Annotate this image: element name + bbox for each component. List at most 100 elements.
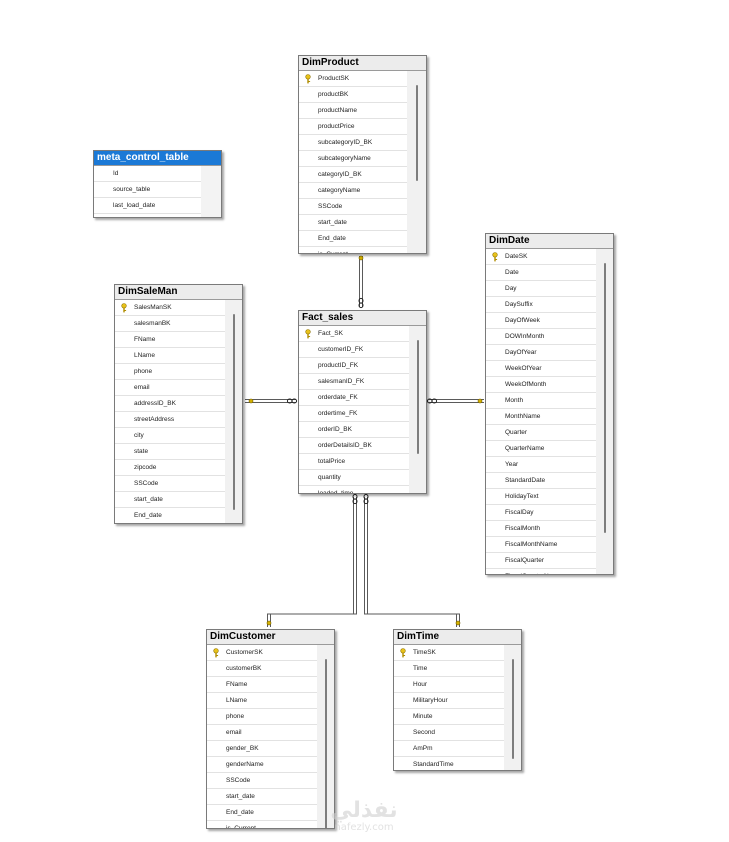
table-title[interactable]: DimDate (486, 234, 613, 249)
column-row[interactable]: ProductSK (299, 71, 407, 87)
column-row[interactable]: Hour (394, 677, 504, 693)
column-row[interactable]: productPrice (299, 119, 407, 135)
column-row[interactable]: CustomerSK (207, 645, 317, 661)
scrollbar-thumb[interactable] (603, 263, 606, 533)
column-row[interactable]: phone (115, 364, 225, 380)
column-row[interactable]: email (207, 725, 317, 741)
column-row[interactable]: city (115, 428, 225, 444)
column-row[interactable]: DaySuffix (486, 297, 596, 313)
column-row[interactable]: FiscalMonthName (486, 537, 596, 553)
column-row[interactable]: HolidayText (486, 489, 596, 505)
column-row[interactable]: StandardDate (486, 473, 596, 489)
column-row[interactable]: FiscalQuarter (486, 553, 596, 569)
column-row[interactable]: genderName (207, 757, 317, 773)
column-row[interactable]: Second (394, 725, 504, 741)
column-row[interactable]: productID_FK (299, 358, 409, 374)
column-row[interactable]: Id (94, 166, 201, 182)
column-row[interactable]: is_Current (207, 821, 317, 828)
column-row[interactable]: categoryName (299, 183, 407, 199)
vertical-scrollbar[interactable] (407, 71, 426, 253)
column-row[interactable]: Minute (394, 709, 504, 725)
column-row[interactable]: Day (486, 281, 596, 297)
vertical-scrollbar[interactable] (317, 645, 334, 828)
column-row[interactable]: source_table (94, 182, 201, 198)
column-row[interactable]: subcategoryName (299, 151, 407, 167)
column-row[interactable]: DOWInMonth (486, 329, 596, 345)
table-title[interactable]: DimProduct (299, 56, 426, 71)
column-row[interactable]: FName (207, 677, 317, 693)
column-row[interactable]: Quarter (486, 425, 596, 441)
column-row[interactable]: salesmanBK (115, 316, 225, 332)
column-row[interactable]: quantity (299, 470, 409, 486)
table-title[interactable]: DimTime (394, 630, 521, 645)
column-row[interactable]: StandardTime (394, 757, 504, 770)
column-row[interactable]: phone (207, 709, 317, 725)
column-row[interactable]: Time (394, 661, 504, 677)
column-row[interactable]: gender_BK (207, 741, 317, 757)
column-row[interactable]: End_date (115, 508, 225, 523)
column-row[interactable]: streetAddress (115, 412, 225, 428)
vertical-scrollbar[interactable] (409, 326, 426, 493)
column-row[interactable]: Month (486, 393, 596, 409)
column-row[interactable]: WeekOfMonth (486, 377, 596, 393)
column-row[interactable]: AmPm (394, 741, 504, 757)
scrollbar-thumb[interactable] (511, 659, 514, 759)
column-row[interactable]: End_date (299, 231, 407, 247)
column-row[interactable]: productName (299, 103, 407, 119)
column-row[interactable]: orderID_BK (299, 422, 409, 438)
column-row[interactable]: DayOfYear (486, 345, 596, 361)
column-row[interactable]: email (115, 380, 225, 396)
scrollbar-thumb[interactable] (415, 85, 418, 181)
column-row[interactable]: totalPrice (299, 454, 409, 470)
column-row[interactable]: FiscalDay (486, 505, 596, 521)
column-row[interactable]: start_date (299, 215, 407, 231)
column-row[interactable]: zipcode (115, 460, 225, 476)
column-row[interactable]: WeekOfYear (486, 361, 596, 377)
vertical-scrollbar[interactable] (504, 645, 521, 770)
table-title[interactable]: meta_control_table (94, 151, 221, 166)
column-row[interactable]: TimeSK (394, 645, 504, 661)
column-row[interactable]: customerBK (207, 661, 317, 677)
column-row[interactable]: SSCode (207, 773, 317, 789)
column-row[interactable]: Date (486, 265, 596, 281)
column-row[interactable]: Fact_SK (299, 326, 409, 342)
column-row[interactable]: orderDetailsID_BK (299, 438, 409, 454)
column-row[interactable]: salesmanID_FK (299, 374, 409, 390)
column-row[interactable]: orderdate_FK (299, 390, 409, 406)
column-row[interactable]: start_date (207, 789, 317, 805)
scrollbar-thumb[interactable] (416, 340, 419, 454)
column-row[interactable]: MonthName (486, 409, 596, 425)
column-row[interactable]: LName (115, 348, 225, 364)
column-row[interactable]: customerID_FK (299, 342, 409, 358)
column-row[interactable]: categoryID_BK (299, 167, 407, 183)
column-row[interactable]: last_load_date (94, 198, 201, 214)
column-row[interactable]: state (115, 444, 225, 460)
column-row[interactable]: FiscalMonth (486, 521, 596, 537)
column-row[interactable]: ordertime_FK (299, 406, 409, 422)
table-title[interactable]: DimSaleMan (115, 285, 242, 300)
column-row[interactable]: productBK (299, 87, 407, 103)
column-row[interactable]: LName (207, 693, 317, 709)
column-row[interactable]: SalesManSK (115, 300, 225, 316)
column-row[interactable]: loaded_time (299, 486, 409, 493)
column-row[interactable]: start_date (115, 492, 225, 508)
column-row[interactable]: addressID_BK (115, 396, 225, 412)
column-row[interactable]: is_Current (299, 247, 407, 253)
column-row[interactable]: SSCode (115, 476, 225, 492)
column-row[interactable]: SSCode (299, 199, 407, 215)
scrollbar-thumb[interactable] (324, 659, 327, 828)
column-row[interactable]: End_date (207, 805, 317, 821)
column-row[interactable]: FName (115, 332, 225, 348)
column-row[interactable]: FiscalQuarterName (486, 569, 596, 574)
column-row[interactable]: QuarterName (486, 441, 596, 457)
vertical-scrollbar[interactable] (225, 300, 242, 523)
vertical-scrollbar[interactable] (596, 249, 613, 574)
scrollbar-thumb[interactable] (232, 314, 235, 510)
column-row[interactable]: MilitaryHour (394, 693, 504, 709)
